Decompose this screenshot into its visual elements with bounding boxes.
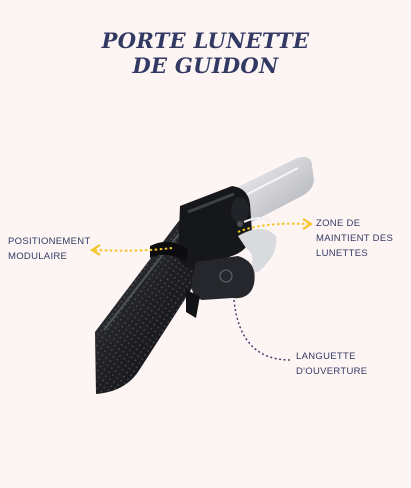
opening-tab: [186, 256, 255, 318]
title-line-1: PORTE LUNETTE: [101, 28, 310, 53]
handlebar-end: [232, 157, 314, 226]
label-positioning-line-2: MODULAIRE: [8, 251, 68, 262]
label-positioning-line-1: POSITIONEMENT: [8, 236, 91, 247]
label-zone-line-1: ZONE DE: [316, 218, 361, 229]
label-zone: ZONE DE MAINTIENT DES LUNETTES: [316, 216, 393, 261]
label-positioning: POSITIONEMENT MODULAIRE: [8, 234, 91, 264]
glasses-holder-arms: [238, 217, 277, 273]
zone-arrow: [237, 218, 313, 233]
positioning-arrow: [90, 244, 173, 256]
page-title: PORTE LUNETTE DE GUIDON: [0, 28, 411, 78]
holder-clamp: [150, 186, 252, 270]
label-tab: LANGUETTE D'OUVERTURE: [296, 349, 367, 379]
label-zone-line-3: LUNETTES: [316, 248, 369, 259]
tab-leader-line: [233, 299, 291, 361]
label-zone-line-2: MAINTIENT DES: [316, 233, 394, 244]
title-line-2: DE GUIDON: [132, 53, 279, 78]
label-tab-line-2: D'OUVERTURE: [296, 366, 368, 377]
label-tab-line-1: LANGUETTE: [296, 351, 356, 362]
